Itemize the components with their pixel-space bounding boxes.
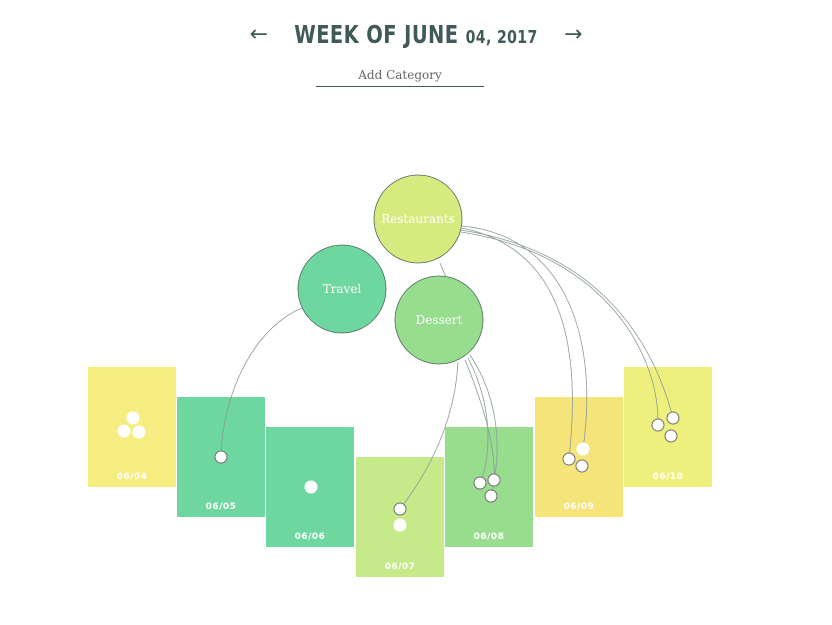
item-dot[interactable] — [214, 450, 228, 464]
item-dot[interactable] — [304, 480, 318, 494]
day-label: 06/07 — [385, 562, 416, 572]
category-label: Travel — [323, 282, 362, 296]
item-dots — [117, 411, 680, 532]
category-link-3 — [460, 231, 659, 426]
category-link-0 — [461, 225, 588, 450]
category-bubble[interactable] — [394, 275, 484, 365]
day-column-3[interactable]: 06/07 — [356, 457, 444, 577]
day-label: 06/06 — [295, 532, 326, 542]
category-link-7 — [469, 354, 498, 481]
week-header: ← WEEK OF JUNE 04, 2017 → — [0, 14, 832, 54]
next-week-arrow[interactable]: → — [563, 21, 583, 47]
item-dot[interactable] — [575, 459, 589, 473]
day-label: 06/05 — [206, 502, 237, 512]
category-label: Restaurants — [381, 212, 455, 226]
day-box[interactable] — [88, 367, 176, 487]
day-column-6[interactable]: 06/10 — [624, 367, 712, 487]
day-label: 06/08 — [474, 532, 505, 542]
item-dot[interactable] — [117, 424, 131, 438]
category-travel[interactable]: Travel — [297, 244, 387, 334]
category-dessert[interactable]: Dessert — [394, 275, 484, 365]
item-dot[interactable] — [393, 502, 407, 516]
week-title: WEEK OF JUNE 04, 2017 — [294, 20, 537, 49]
week-title-date: 04, 2017 — [465, 26, 538, 48]
day-box[interactable] — [356, 457, 444, 577]
day-label: 06/10 — [653, 472, 684, 482]
category-label: Dessert — [416, 313, 463, 327]
category-bubble[interactable] — [297, 244, 387, 334]
item-dot[interactable] — [473, 476, 487, 490]
day-label: 06/09 — [564, 502, 595, 512]
day-column-5[interactable]: 06/09 — [535, 397, 623, 517]
category-link-2 — [460, 229, 674, 419]
item-dot[interactable] — [651, 418, 665, 432]
item-dot[interactable] — [132, 425, 146, 439]
day-label: 06/04 — [117, 472, 148, 482]
day-column-4[interactable]: 06/08 — [445, 427, 533, 547]
item-dot[interactable] — [666, 411, 680, 425]
day-box[interactable] — [624, 367, 712, 487]
week-title-main: WEEK OF JUNE — [294, 19, 466, 49]
prev-week-arrow[interactable]: ← — [249, 21, 269, 47]
category-link-5 — [220, 307, 303, 458]
item-dot[interactable] — [576, 442, 590, 456]
item-dot[interactable] — [664, 429, 678, 443]
day-column-0[interactable]: 06/04 — [88, 367, 176, 487]
item-dot[interactable] — [562, 452, 576, 466]
item-dot[interactable] — [126, 411, 140, 425]
day-box[interactable] — [535, 397, 623, 517]
category-restaurants[interactable]: Restaurants — [373, 174, 463, 264]
category-link-6 — [399, 361, 459, 510]
day-box[interactable] — [445, 427, 533, 547]
item-dot[interactable] — [484, 489, 498, 503]
item-dot[interactable] — [393, 518, 407, 532]
category-bubble[interactable] — [373, 174, 463, 264]
day-columns: 06/04 06/05 06/06 06/07 06/08 06/09 06/10 — [88, 367, 712, 577]
add-category-input[interactable] — [316, 64, 484, 87]
category-link-1 — [461, 227, 573, 460]
item-dot[interactable] — [487, 473, 501, 487]
category-link-8 — [467, 357, 489, 484]
